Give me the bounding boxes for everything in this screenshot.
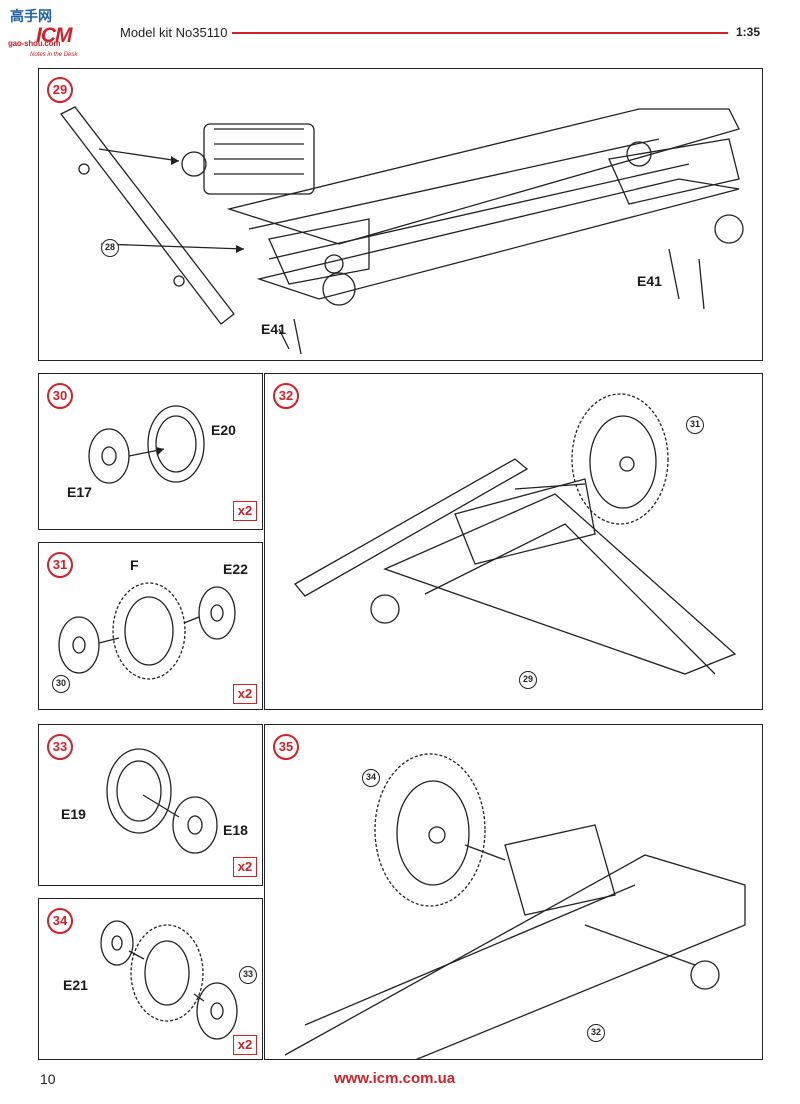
step-30-panel: 30 E20 E17 x2 [38,373,263,530]
ref-step-33: 33 [239,966,257,984]
step-number-35: 35 [273,734,299,760]
part-label-e22: E22 [223,561,248,577]
ref-step-32: 32 [587,1024,605,1042]
header-rule [232,32,728,34]
step-32-drawing [294,393,737,675]
ref-step-28: 28 [101,239,119,257]
step-33-drawing [106,748,218,854]
step-33-panel: 33 E19 E18 x2 [38,724,263,886]
ref-step-30: 30 [52,675,70,693]
part-label-e41-left: E41 [261,321,286,337]
step-30-drawing [88,405,205,484]
part-label-e41-right: E41 [637,273,662,289]
step-32-panel: 32 31 29 [264,373,763,710]
step-29-drawing [60,106,744,355]
step-number-30: 30 [47,383,73,409]
multiplier-badge: x2 [233,857,257,877]
part-label-f: F [130,557,139,573]
multiplier-badge: x2 [233,1035,257,1055]
page-number: 10 [40,1071,56,1087]
step-34-panel: 34 E21 33 x2 [38,898,263,1060]
step-number-31: 31 [47,552,73,578]
part-label-e18: E18 [223,822,248,838]
step-31-panel: 31 F E22 30 x2 [38,542,263,710]
part-label-e19: E19 [61,806,86,822]
scale-label: 1:35 [736,25,761,39]
ref-step-29: 29 [519,671,537,689]
step-35-drawing [284,753,746,1059]
step-29-panel: 29 28 E41 E41 [38,68,763,361]
icm-logo: 高手网 ICM gao-shou.com Notes in the Desk [6,6,110,58]
logo-mark: ICM [36,24,72,47]
step-number-32: 32 [273,383,299,409]
step-31-drawing [58,582,236,680]
step-35-panel: 35 34 32 [264,724,763,1060]
step-number-33: 33 [47,734,73,760]
kit-title: Model kit No35110 [120,25,228,40]
step-number-34: 34 [47,908,73,934]
logo-url: gao-shou.com [8,39,61,48]
ref-step-34: 34 [362,769,380,787]
step-34-drawing [100,920,238,1040]
part-label-e17: E17 [67,484,92,500]
part-label-e21: E21 [63,977,88,993]
logo-tagline: Notes in the Desk [30,52,78,58]
footer-url-link[interactable]: www.icm.com.ua [334,1070,456,1087]
logo-chinese-text: 高手网 [10,8,52,24]
part-label-e20: E20 [211,422,236,438]
multiplier-badge: x2 [233,501,257,521]
step-number-29: 29 [47,77,73,103]
ref-step-31: 31 [686,416,704,434]
multiplier-badge: x2 [233,684,257,704]
